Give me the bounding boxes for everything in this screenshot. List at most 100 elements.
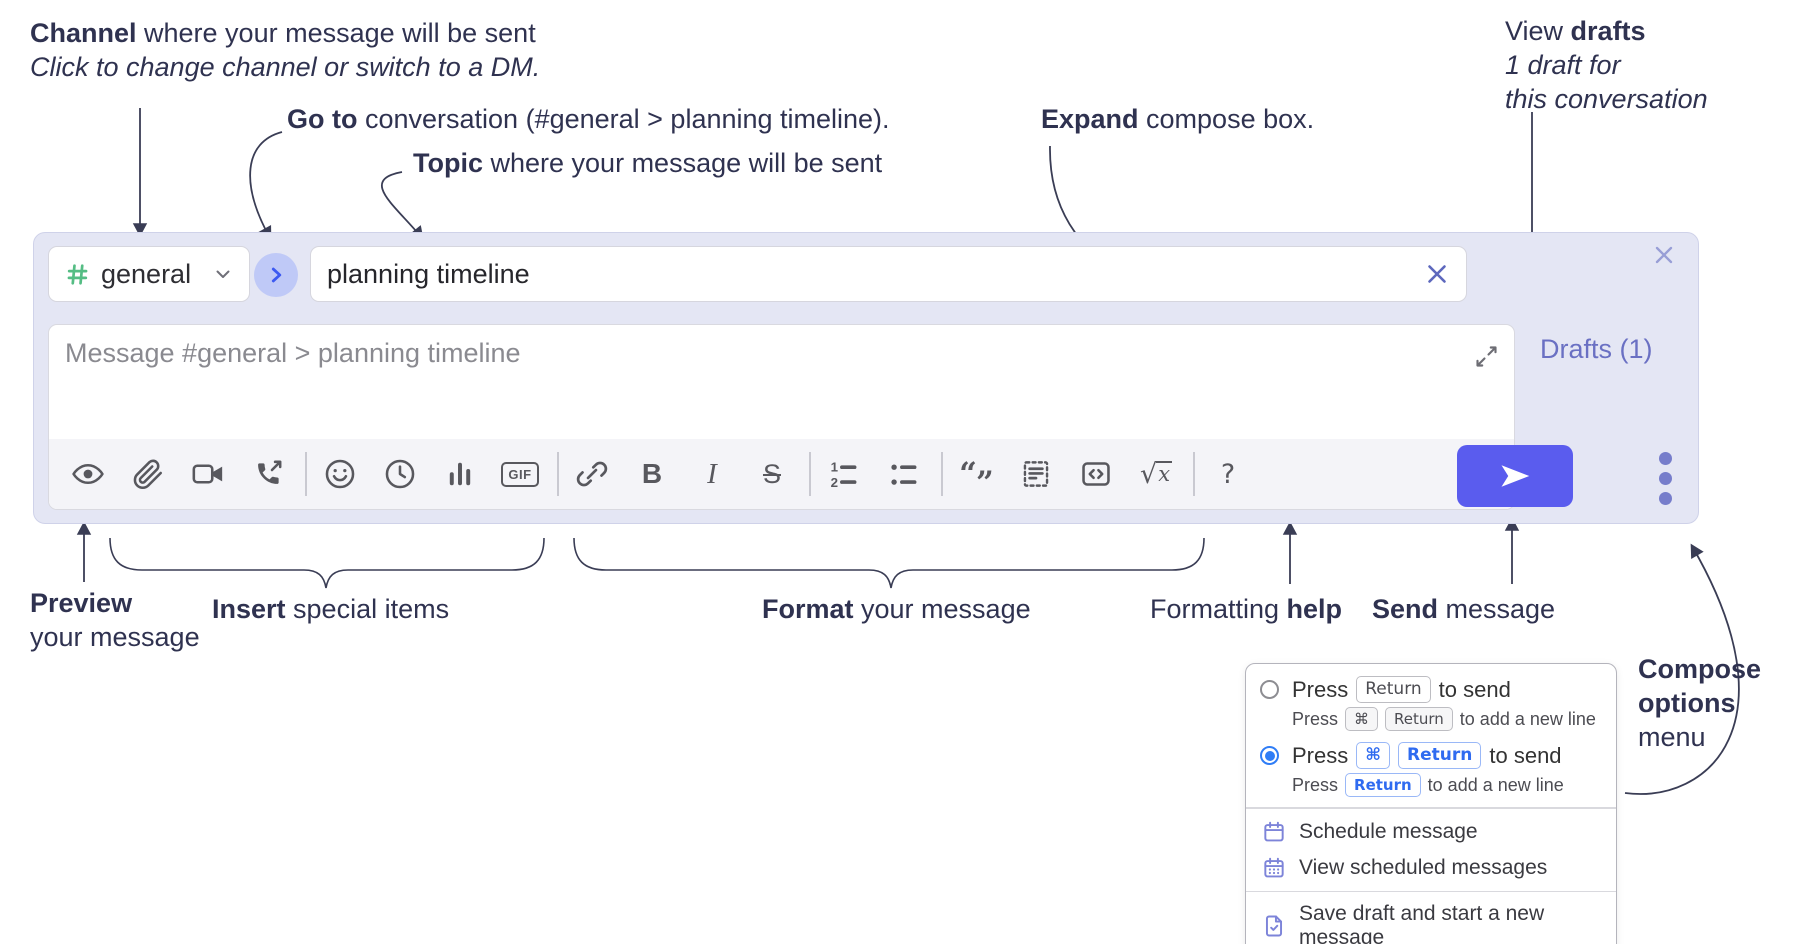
math-button[interactable]: √x — [1137, 455, 1175, 493]
strikethrough-icon: S — [762, 458, 781, 489]
menu-item-view-scheduled-messages[interactable]: View scheduled messages — [1246, 850, 1616, 886]
math-icon: √x — [1139, 458, 1173, 490]
popup-divider — [1246, 807, 1616, 809]
shortcut-text: to add a new line — [1427, 774, 1564, 795]
eye-icon — [71, 457, 105, 491]
shortcut-text: to send — [1438, 676, 1511, 702]
compose-options-menu-button[interactable] — [1652, 452, 1678, 505]
calendar-icon — [1261, 819, 1287, 845]
italic-button[interactable]: I — [693, 455, 731, 493]
clock-icon — [383, 457, 417, 491]
drafts-annotation: View drafts 1 draft for this conversatio… — [1505, 16, 1708, 114]
channel-selector[interactable]: general — [48, 246, 250, 302]
shortcut-text: Press — [1292, 742, 1349, 768]
schedule-button[interactable] — [381, 455, 419, 493]
format-annotation: Format your message — [762, 594, 1031, 624]
bulleted-list-icon — [887, 457, 921, 491]
bold-icon: B — [641, 458, 663, 489]
italic-icon: I — [707, 457, 717, 490]
quote-button[interactable]: “” — [957, 455, 995, 501]
link-icon — [575, 457, 609, 491]
svg-text:1: 1 — [831, 460, 839, 475]
message-placeholder: Message #general > planning timeline — [65, 338, 521, 368]
gif-button[interactable]: GIF — [501, 455, 539, 493]
popup-divider — [1246, 890, 1616, 892]
channel-name: general — [101, 258, 192, 289]
chevron-right-icon — [263, 262, 289, 288]
compose-options-annotation: Compose options menu — [1638, 654, 1762, 752]
kbd-key: Return — [1385, 707, 1453, 731]
close-compose-button[interactable] — [1650, 241, 1678, 269]
preview-annotation: Preview your message — [30, 588, 200, 652]
message-compose-area: Message #general > planning timeline GIF… — [48, 324, 1515, 510]
shortcut-text: Press — [1292, 774, 1339, 795]
toolbar-divider — [1193, 452, 1195, 496]
shortcut-text: Press — [1292, 708, 1339, 729]
bold-button[interactable]: B — [633, 455, 671, 493]
menu-item-label: View scheduled messages — [1299, 855, 1548, 879]
goto-annotation: Go to conversation (#general > planning … — [287, 104, 890, 134]
radio-unselected[interactable] — [1260, 680, 1279, 699]
topic-input[interactable]: planning timeline — [310, 246, 1467, 302]
emoji-button[interactable] — [321, 455, 359, 493]
message-input[interactable]: Message #general > planning timeline — [49, 325, 1514, 441]
send-button[interactable] — [1457, 445, 1573, 507]
insert-annotation: Insert special items — [212, 594, 450, 624]
svg-text:2: 2 — [831, 475, 838, 490]
channel-annotation: Channel where your message will be sent … — [30, 18, 541, 82]
shortcut-text: to add a new line — [1459, 708, 1596, 729]
menu-item-schedule-message[interactable]: Schedule message — [1246, 814, 1616, 850]
help-button[interactable]: ? — [1209, 455, 1247, 493]
kbd-key: Return — [1398, 742, 1482, 769]
topic-value: planning timeline — [327, 258, 530, 289]
topic-annotation: Topic where your message will be sent — [413, 148, 883, 178]
preview-button[interactable] — [69, 455, 107, 493]
hash-icon — [64, 261, 91, 288]
spoiler-icon — [1019, 457, 1053, 491]
bar-chart-icon — [443, 457, 477, 491]
paperclip-icon — [131, 457, 165, 491]
quote-icon: “” — [959, 456, 994, 501]
strikethrough-button[interactable]: S — [753, 455, 791, 493]
drafts-link[interactable]: Drafts (1) — [1540, 334, 1653, 364]
voice-call-button[interactable] — [249, 455, 287, 493]
chevron-down-icon — [211, 262, 235, 286]
smiley-icon — [323, 457, 357, 491]
code-icon — [1079, 457, 1113, 491]
calendar-grid-icon — [1261, 855, 1287, 881]
link-button[interactable] — [573, 455, 611, 493]
toolbar-divider — [557, 452, 559, 496]
insert-brace — [109, 537, 545, 589]
radio-selected[interactable] — [1260, 746, 1279, 765]
menu-item-save-draft-and-start-a-new-message[interactable]: Save draft and start a new message — [1246, 897, 1616, 944]
code-button[interactable] — [1077, 455, 1115, 493]
video-camera-icon — [191, 457, 225, 491]
kbd-key: ⌘ — [1356, 742, 1391, 769]
poll-button[interactable] — [441, 455, 479, 493]
video-call-button[interactable] — [189, 455, 227, 493]
shortcut-text: to send — [1489, 742, 1562, 768]
attach-button[interactable] — [129, 455, 167, 493]
format-brace — [573, 537, 1205, 589]
expand-compose-button[interactable] — [1473, 343, 1500, 370]
bulleted-list-button[interactable] — [885, 455, 923, 493]
toolbar-divider — [305, 452, 307, 496]
file-check-icon — [1261, 913, 1287, 939]
phone-call-icon — [251, 457, 285, 491]
spoiler-button[interactable] — [1017, 455, 1055, 493]
goto-arrow — [249, 131, 283, 241]
menu-item-label: Schedule message — [1299, 819, 1478, 843]
gif-icon: GIF — [501, 461, 539, 487]
toolbar-divider — [809, 452, 811, 496]
kbd-key: ⌘ — [1345, 707, 1379, 731]
go-to-conversation-button[interactable] — [254, 253, 298, 297]
clear-topic-button[interactable] — [1422, 259, 1452, 289]
menu-item-label: Save draft and start a new message — [1299, 902, 1545, 944]
formatting-help-annotation: Formatting help — [1150, 594, 1343, 624]
